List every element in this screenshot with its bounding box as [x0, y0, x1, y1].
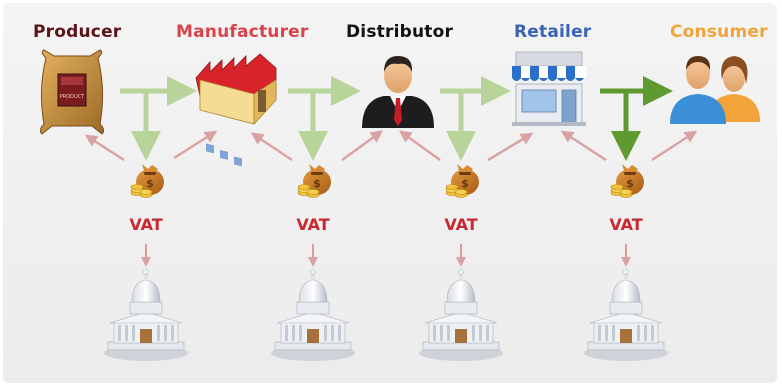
shop-icon — [512, 51, 586, 126]
government-building-icon — [583, 269, 669, 362]
government-building-icon — [418, 269, 504, 362]
government-arrows — [141, 244, 631, 267]
money-bag-icon — [445, 163, 480, 198]
producer-sack-icon: PRODUCT — [39, 49, 105, 135]
vat-label: VAT — [129, 215, 163, 234]
manufacturer-label: Manufacturer — [176, 22, 309, 42]
consumer-label: Consumer — [670, 22, 768, 42]
consumers-icon — [670, 56, 760, 124]
product-tag-text: PRODUCT — [60, 94, 85, 100]
government-building-icon — [270, 269, 356, 362]
government-building-icon — [103, 269, 189, 362]
factory-icon — [195, 53, 277, 167]
flow-arrows — [120, 76, 673, 161]
vat-label: VAT — [296, 215, 330, 234]
return-arrows — [84, 130, 698, 162]
vat-label: VAT — [609, 215, 643, 234]
businessman-icon — [362, 56, 434, 128]
retailer-label: Retailer — [514, 22, 592, 42]
money-bag-icon — [610, 163, 645, 198]
vat-label: VAT — [444, 215, 478, 234]
distributor-label: Distributor — [346, 22, 454, 42]
money-bag-icon — [297, 163, 332, 198]
money-bag-icon — [130, 163, 165, 198]
producer-label: Producer — [33, 22, 122, 42]
